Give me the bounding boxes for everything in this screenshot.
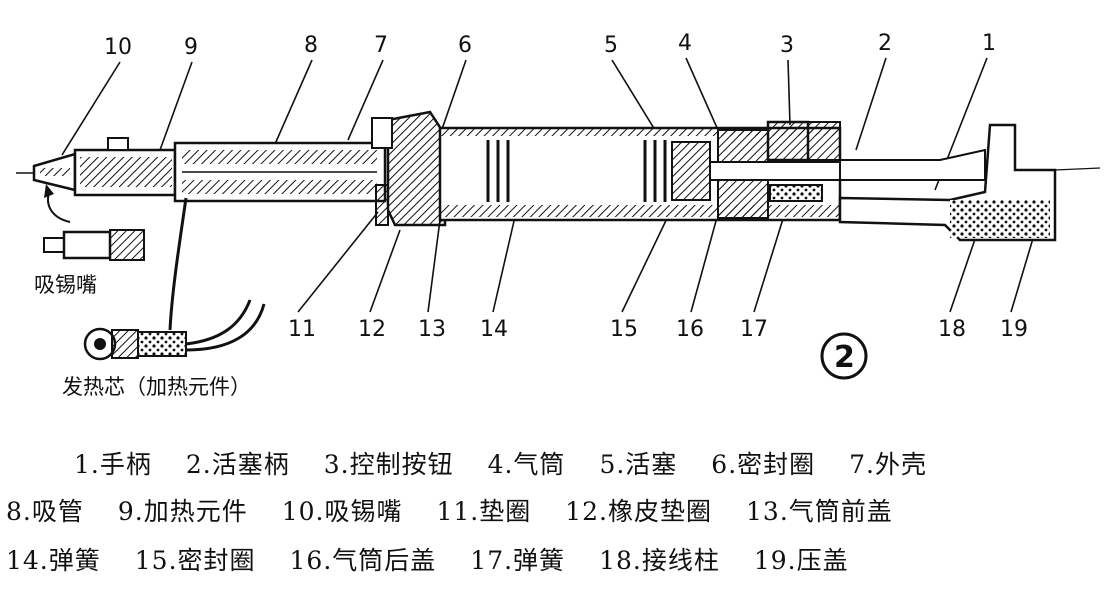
callout-4: 4 xyxy=(678,31,692,56)
callout-numbers-top: 10 9 8 7 6 5 4 3 2 1 xyxy=(104,31,996,60)
legend-item: 16.气筒后盖 xyxy=(289,546,437,575)
handle xyxy=(838,123,1101,242)
legend-item: 17.弹簧 xyxy=(470,546,566,575)
tip-caption: 吸锡嘴 xyxy=(34,273,97,297)
callout-19: 19 xyxy=(1000,317,1028,342)
legend-item: 11.垫圈 xyxy=(436,497,532,526)
callout-17: 17 xyxy=(740,317,768,342)
cylinder-body xyxy=(438,120,941,222)
callout-2: 2 xyxy=(878,31,892,56)
loose-tip-illustration xyxy=(43,229,145,261)
legend-item: 5.活塞 xyxy=(599,450,678,479)
legend-row-2: 8.吸管 9.加热元件 10.吸锡嘴 11.垫圈 12.橡皮垫圈 13.气筒前盖 xyxy=(6,492,1106,528)
front-flange xyxy=(371,110,447,227)
callout-1: 1 xyxy=(982,31,996,56)
svg-text:2: 2 xyxy=(834,340,855,375)
callout-6: 6 xyxy=(458,33,472,58)
callout-15: 15 xyxy=(610,317,638,342)
callout-13: 13 xyxy=(418,317,446,342)
heater-core-illustration xyxy=(83,299,266,361)
legend-item: 14.弹簧 xyxy=(6,546,101,575)
legend-item: 13.气筒前盖 xyxy=(746,497,893,526)
legend-row-1: 1.手柄 2.活塞柄 3.控制按钮 4.气筒 5.活塞 6.密封圈 7.外壳 xyxy=(74,445,1106,481)
legend-item: 8.吸管 xyxy=(6,497,84,526)
heater-caption: 发热芯（加热元件） xyxy=(62,375,251,399)
callout-8: 8 xyxy=(304,33,318,58)
legend-item: 3.控制按钮 xyxy=(323,450,454,479)
callout-numbers-bottom: 11 12 13 14 15 16 17 18 19 xyxy=(288,317,1028,342)
callout-14: 14 xyxy=(480,317,508,342)
callout-12: 12 xyxy=(358,317,386,342)
legend-item: 2.活塞柄 xyxy=(185,450,290,479)
legend-item: 1.手柄 xyxy=(74,450,152,479)
callout-9: 9 xyxy=(184,35,198,60)
legend-item: 4.气筒 xyxy=(487,450,566,479)
legend-item: 19.压盖 xyxy=(753,546,849,575)
tip-and-heater xyxy=(16,137,387,331)
solder-sucker-cross-section: 10 9 8 7 6 5 4 3 2 1 11 12 13 14 15 16 1… xyxy=(16,31,1101,399)
callout-3: 3 xyxy=(780,33,794,58)
callout-16: 16 xyxy=(676,317,704,342)
callout-11: 11 xyxy=(288,317,316,342)
figure-number: 2 xyxy=(820,332,868,380)
legend-item: 6.密封圈 xyxy=(711,450,816,479)
callout-5: 5 xyxy=(604,33,618,58)
legend-item: 15.密封圈 xyxy=(134,546,256,575)
callout-10: 10 xyxy=(104,35,132,60)
legend-item: 18.接线柱 xyxy=(599,546,720,575)
legend-row-3: 14.弹簧 15.密封圈 16.气筒后盖 17.弹簧 18.接线柱 19.压盖 xyxy=(6,541,1106,577)
legend-item: 9.加热元件 xyxy=(117,497,248,526)
legend-item: 10.吸锡嘴 xyxy=(281,497,403,526)
callout-18: 18 xyxy=(938,317,966,342)
legend-item: 7.外壳 xyxy=(849,450,928,479)
callout-7: 7 xyxy=(374,33,388,58)
legend-item: 12.橡皮垫圈 xyxy=(565,497,713,526)
